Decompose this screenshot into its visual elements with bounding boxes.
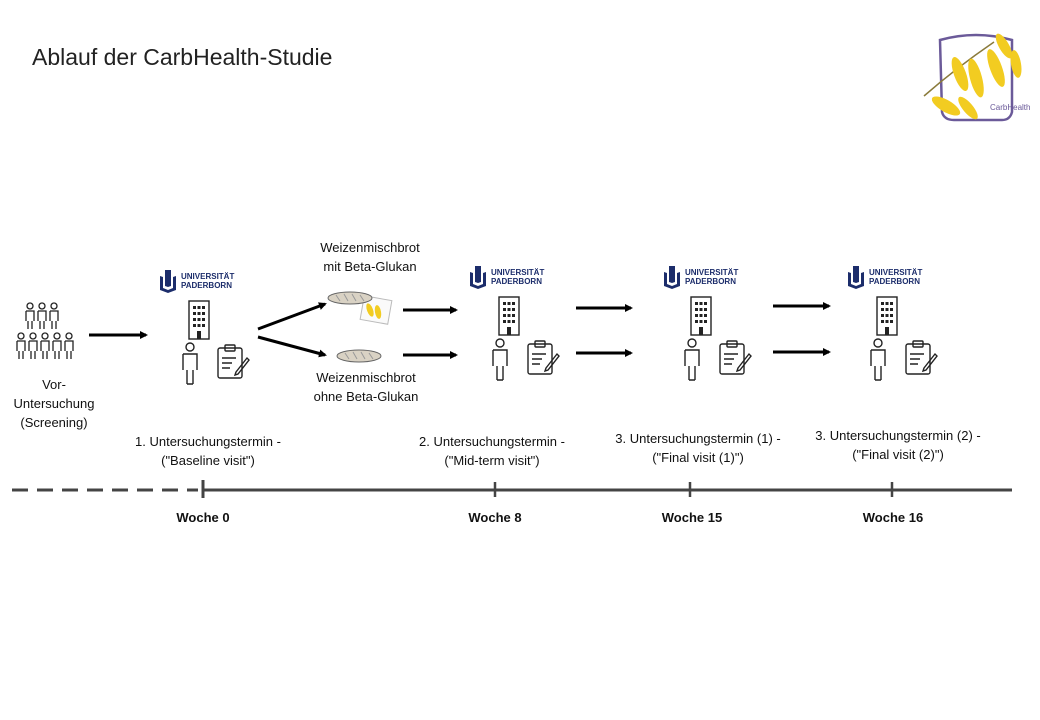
person-icon (182, 342, 198, 385)
uni-line1: UNIVERSITÄT (491, 268, 545, 277)
visit-label-line1: 3. Untersuchungstermin (1) - (615, 431, 781, 446)
timeline (12, 480, 1012, 498)
uni-line1: UNIVERSITÄT (869, 268, 923, 277)
week-label: Woche 16 (862, 510, 924, 525)
visit-label-line2: ("Baseline visit") (161, 453, 255, 468)
uni-line2: PADERBORN (685, 277, 736, 286)
visit-label-line1: 1. Untersuchungstermin - (135, 434, 281, 449)
bread-with-label: Weizenmischbrot mit Beta-Glukan (300, 238, 440, 276)
clipboard-icon (719, 340, 752, 375)
uni-line2: PADERBORN (181, 281, 232, 290)
carbhealth-logo: CarbHealth (916, 28, 1036, 124)
bread-without-line1: Weizenmischbrot (316, 370, 416, 385)
person-icon (492, 338, 508, 381)
bread-with-betaglucan-icon (327, 290, 396, 329)
page-title: Ablauf der CarbHealth-Studie (32, 44, 333, 70)
screening-line2: Untersuchung (13, 396, 95, 411)
clipboard-icon (905, 340, 938, 375)
bread-without-label: Weizenmischbrot ohne Beta-Glukan (296, 368, 436, 406)
screening-line3: (Screening) (20, 415, 88, 430)
visit-label-line1: 3. Untersuchungstermin (2) - (815, 428, 981, 443)
screening-label: Vor- Untersuchung (Screening) (4, 375, 104, 432)
person-icon (684, 338, 700, 381)
clipboard-icon (217, 344, 250, 379)
visit-label-0: 1. Untersuchungstermin - ("Baseline visi… (118, 432, 298, 470)
building-icon (188, 300, 210, 340)
visit-label-line1: 2. Untersuchungstermin - (419, 434, 565, 449)
building-icon (876, 296, 898, 336)
bread-without-betaglucan-icon (336, 348, 382, 369)
week-label: Woche 8 (468, 510, 522, 525)
uni-line1: UNIVERSITÄT (685, 268, 739, 277)
visit-label-line2: ("Final visit (2)") (852, 447, 944, 462)
week-label: Woche 0 (176, 510, 230, 525)
people-group-icon (16, 302, 76, 365)
arrow-branch-down (257, 335, 327, 358)
bread-with-line1: Weizenmischbrot (320, 240, 420, 255)
logo-text: CarbHealth (990, 103, 1030, 112)
visit-label-line2: ("Mid-term visit") (444, 453, 540, 468)
uni-line1: UNIVERSITÄT (181, 272, 235, 281)
visit-label-1: 2. Untersuchungstermin - ("Mid-term visi… (402, 432, 582, 470)
building-icon (498, 296, 520, 336)
building-icon (690, 296, 712, 336)
bread-without-line2: ohne Beta-Glukan (313, 389, 419, 404)
uni-logo-icon (664, 266, 680, 289)
uni-line2: PADERBORN (869, 277, 920, 286)
bread-with-line2: mit Beta-Glukan (323, 259, 417, 274)
visit-label-line2: ("Final visit (1)") (652, 450, 744, 465)
uni-logo-icon (470, 266, 486, 289)
uni-logo-icon (848, 266, 864, 289)
screening-line1: Vor- (42, 377, 66, 392)
week-label: Woche 15 (661, 510, 723, 525)
clipboard-icon (527, 340, 560, 375)
uni-logo-icon (160, 270, 176, 293)
visit-label-2: 3. Untersuchungstermin (1) - ("Final vis… (598, 429, 798, 467)
person-icon (870, 338, 886, 381)
arrow-branch-up (257, 302, 327, 331)
visit-label-3: 3. Untersuchungstermin (2) - ("Final vis… (798, 426, 998, 464)
uni-line2: PADERBORN (491, 277, 542, 286)
